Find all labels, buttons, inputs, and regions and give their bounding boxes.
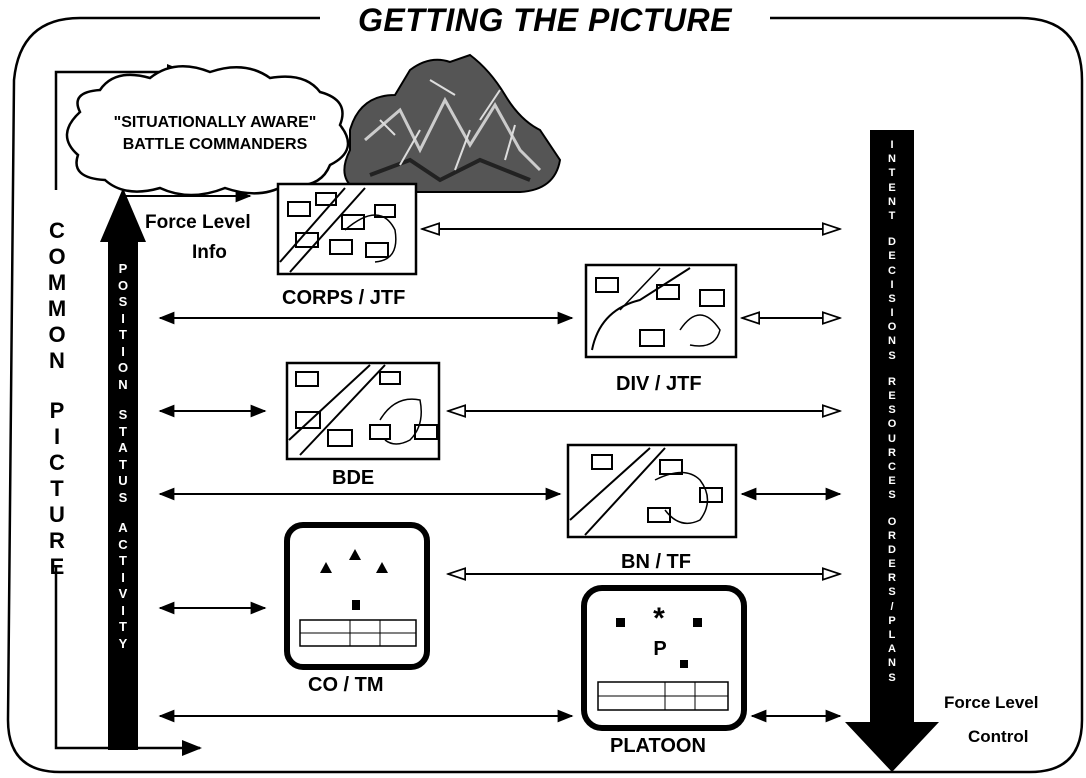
vertical-letter: S [888,587,895,601]
vertical-letter: L [889,630,896,644]
vertical-letter: O [888,517,897,531]
platoon-device: * P [584,588,744,728]
bn-map [568,445,736,537]
vertical-letter: N [888,658,896,672]
vertical-letter: C [118,538,127,555]
vertical-letter: Y [119,637,128,654]
vertical-letter: O [48,324,65,350]
vertical-letter: T [119,425,127,442]
vertical-letter: R [888,377,896,391]
vertical-letter: S [119,491,128,508]
vertical-letter: C [49,452,65,478]
div-map [586,265,736,357]
vertical-letter: E [888,476,895,490]
vertical-letter: A [118,441,127,458]
vertical-letter: E [888,391,895,405]
vertical-letter: N [888,197,896,211]
vertical-letter: I [121,312,125,329]
vertical-letter: R [888,448,896,462]
bde-map [287,363,439,459]
vertical-letter: S [888,294,895,308]
vertical-letter: D [888,237,896,251]
vertical-letter: T [889,168,896,182]
vertical-letter: I [54,426,60,452]
echelon-platoon-label: PLATOON [610,735,706,758]
corps-map [278,184,416,274]
cloud-line2: BATTLE COMMANDERS [80,134,350,156]
vertical-letter: I [121,604,125,621]
co-device [287,525,427,667]
vertical-letter: / [890,602,893,616]
echelon-corps-label: CORPS / JTF [282,287,405,310]
vertical-letter: M [48,272,66,298]
vertical-letter: C [49,220,65,246]
vertical-letter: P [50,400,65,426]
vertical-letter: S [119,295,128,312]
vertical-letter: I [890,280,893,294]
vertical-letter: S [888,351,895,365]
battlefield-image [344,55,560,192]
cloud-line1: "SITUATIONALLY AWARE" [80,112,350,134]
vertical-letter: I [890,308,893,322]
vertical-letter: I [890,140,893,154]
vertical-letter: E [888,251,895,265]
vertical-letter: T [119,620,127,637]
vertical-letter: U [118,474,127,491]
vertical-letter: S [888,405,895,419]
vertical-letter: O [118,279,128,296]
echelon-div-label: DIV / JTF [616,373,702,396]
vertical-letter: T [50,478,63,504]
vertical-letter: E [888,559,895,573]
svg-text:P: P [653,638,666,660]
vertical-letter: N [118,378,127,395]
vertical-letter: R [888,531,896,545]
force-level-control-line1: Force Level [944,693,1039,713]
vertical-letter: E [888,183,895,197]
echelon-bn-label: BN / TF [621,551,691,574]
vertical-letter: V [119,587,128,604]
vertical-letter: U [49,504,65,530]
vertical-letter: S [119,408,128,425]
echelon-bde-label: BDE [332,467,374,490]
svg-text:*: * [653,602,665,635]
vertical-letter: R [888,573,896,587]
diagram-title: GETTING THE PICTURE [325,2,765,39]
vertical-letter: D [888,545,896,559]
force-level-info-line1: Force Level [145,212,251,234]
vertical-letter: M [48,298,66,324]
vertical-letter: O [888,419,897,433]
vertical-letter: N [888,154,896,168]
vertical-letter: T [119,458,127,475]
vertical-letter: N [888,336,896,350]
vertical-letter: T [889,211,896,225]
force-level-info-line2: Info [192,242,227,264]
vertical-letter: R [49,530,65,556]
vertical-letter: O [888,322,897,336]
vertical-letter: N [49,350,65,376]
vertical-letter: P [119,262,128,279]
vertical-letter: A [888,644,896,658]
cloud-label: "SITUATIONALLY AWARE" BATTLE COMMANDERS [80,112,350,156]
vertical-letter: I [121,571,125,588]
vertical-letter: U [888,434,896,448]
force-level-control-line2: Control [968,727,1028,747]
vertical-letter: A [118,521,127,538]
vertical-letter: P [888,616,895,630]
vertical-letter: C [888,462,896,476]
vertical-letter: I [121,345,125,362]
vertical-letter: C [888,266,896,280]
vertical-letter: S [888,490,895,504]
vertical-letter: T [119,328,127,345]
vertical-letter: T [119,554,127,571]
vertical-letter: O [48,246,65,272]
echelon-co-label: CO / TM [308,674,384,697]
vertical-letter: O [118,361,128,378]
vertical-letter: S [888,673,895,687]
vertical-letter: E [50,556,65,582]
